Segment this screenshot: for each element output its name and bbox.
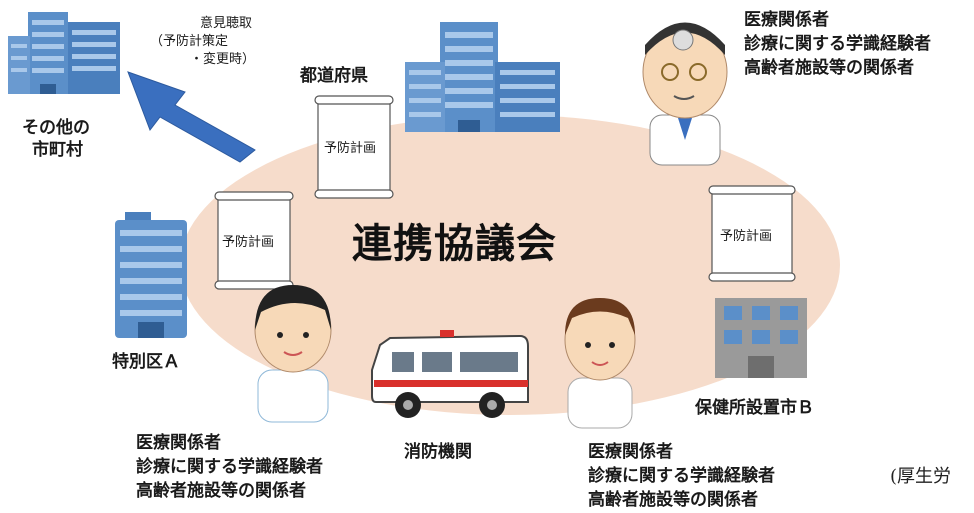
health-center-city-building-icon (715, 298, 807, 378)
doctor-icon (642, 22, 728, 166)
bottom-left-group-line3: 高齢者施設等の関係者 (136, 481, 306, 501)
other-municipalities-label-line2: 市町村 (32, 140, 83, 160)
prefecture-plan-label: 予防計画 (324, 141, 377, 156)
fire-department-label: 消防機関 (404, 442, 472, 462)
ambulance-icon (371, 330, 529, 418)
prefecture-building-icon (405, 22, 560, 132)
hearing-arrow (127, 71, 256, 163)
arrow-note-line2: （予防計策定 (150, 34, 229, 49)
source-note: (厚生労 (890, 466, 952, 487)
medical-staff-icon (564, 298, 636, 429)
prefecture-label: 都道府県 (300, 66, 368, 86)
ward-plan-scroll-icon (214, 191, 294, 290)
arrow-note-line3: ・変更時） (190, 52, 256, 67)
bottom-center-group-line1: 医療関係者 (588, 442, 673, 462)
other-municipalities-label-line1: その他の (22, 118, 90, 138)
city-plan-label: 予防計画 (720, 229, 773, 244)
bottom-left-group-line2: 診療に関する学識経験者 (136, 457, 323, 477)
bottom-center-group-line3: 高齢者施設等の関係者 (588, 490, 758, 510)
top-right-group-line1: 医療関係者 (744, 10, 829, 30)
council-title: 連携協議会 (352, 221, 557, 267)
other-municipalities-building-icon (8, 12, 120, 94)
special-ward-label: 特別区Ａ (112, 352, 180, 372)
top-right-group-line3: 高齢者施設等の関係者 (744, 58, 914, 78)
ward-plan-label: 予防計画 (222, 235, 275, 250)
bottom-center-group-line2: 診療に関する学識経験者 (588, 466, 775, 486)
top-right-group-line2: 診療に関する学識経験者 (744, 34, 931, 54)
arrow-note-line1: 意見聴取 (200, 16, 253, 31)
city-plan-scroll-icon (708, 185, 796, 282)
health-center-city-label: 保健所設置市Ｂ (695, 398, 814, 418)
nurse-icon (254, 285, 332, 423)
special-ward-building-icon (115, 212, 187, 338)
bottom-left-group-line1: 医療関係者 (136, 433, 221, 453)
prefecture-plan-scroll-icon (314, 95, 394, 199)
